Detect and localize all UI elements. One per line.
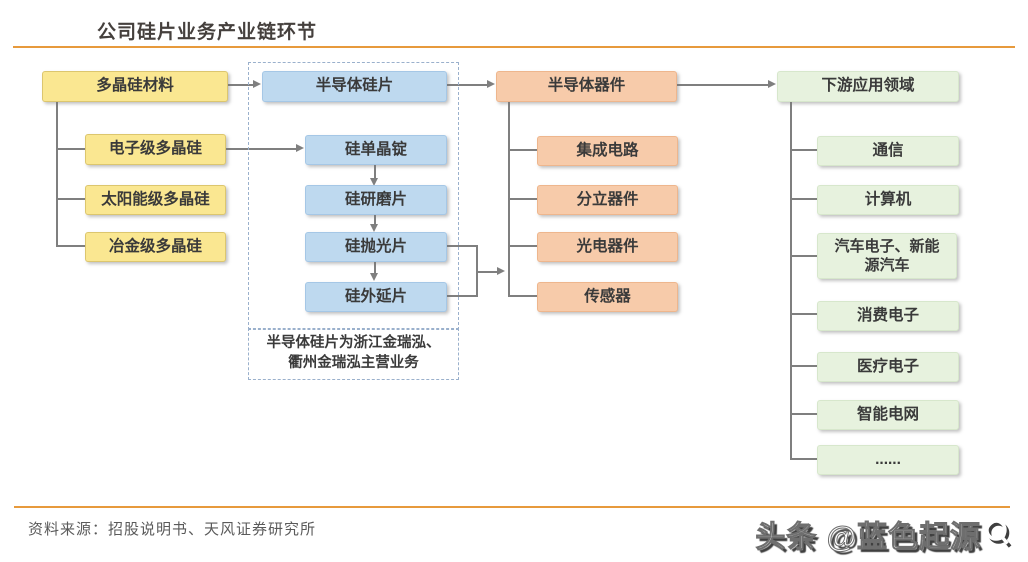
wafer-note-line: 半导体硅片为浙江金瑞泓、 xyxy=(266,335,441,352)
arrow-right-icon xyxy=(296,144,304,152)
node-monocrystal-ingot: 硅单晶锭 xyxy=(305,135,447,165)
bottom-divider xyxy=(14,506,1010,508)
node-computers: 计算机 xyxy=(817,185,959,215)
watermark: 头条 @蓝色起源 xyxy=(755,512,1014,556)
connector xyxy=(508,149,538,151)
node-polysilicon-material: 多晶硅材料 xyxy=(42,71,228,102)
connector xyxy=(476,245,478,297)
connector xyxy=(676,84,769,86)
arrow-down-icon xyxy=(370,273,378,281)
arrow-down-icon xyxy=(370,224,378,232)
node-epitaxial-wafer: 硅外延片 xyxy=(305,282,447,312)
node-ellipsis-more: ...... xyxy=(817,445,959,475)
connector xyxy=(508,245,538,247)
arrow-down-icon xyxy=(370,178,378,186)
node-electronic-grade-polysilicon: 电子级多晶硅 xyxy=(85,134,226,165)
node-medical-electronics: 医疗电子 xyxy=(817,352,959,382)
top-divider xyxy=(13,46,1015,48)
arrow-right-icon xyxy=(253,80,261,88)
connector xyxy=(445,295,477,297)
node-semiconductor-wafer: 半导体硅片 xyxy=(262,71,447,102)
connector xyxy=(790,149,818,151)
node-integrated-circuit: 集成电路 xyxy=(537,136,678,166)
connector xyxy=(226,84,254,86)
wafer-note-box: 半导体硅片为浙江金瑞泓、 衢州金瑞泓主营业务 xyxy=(248,328,459,380)
node-solar-grade-polysilicon: 太阳能级多晶硅 xyxy=(85,185,226,215)
node-optoelectronic-device: 光电器件 xyxy=(537,232,678,262)
connector xyxy=(56,198,85,200)
node-automotive-new-energy: 汽车电子、新能源汽车 xyxy=(817,233,957,279)
connector xyxy=(477,271,498,273)
connector xyxy=(374,260,376,274)
source-note: 资料来源：招股说明书、天风证券研究所 xyxy=(28,521,317,538)
connector xyxy=(508,295,538,297)
arrow-right-icon xyxy=(497,267,505,275)
connector xyxy=(790,313,818,315)
connector xyxy=(56,148,85,150)
connector xyxy=(224,148,297,150)
node-smart-grid: 智能电网 xyxy=(817,400,959,430)
connector xyxy=(790,100,792,459)
node-downstream-applications: 下游应用领域 xyxy=(777,71,959,102)
node-polished-wafer: 硅抛光片 xyxy=(305,232,447,262)
connector xyxy=(56,245,85,247)
node-lapped-wafer: 硅研磨片 xyxy=(305,185,447,215)
arrow-right-icon xyxy=(768,80,776,88)
node-semiconductor-devices: 半导体器件 xyxy=(496,71,677,102)
connector xyxy=(56,100,58,246)
connector xyxy=(790,458,818,460)
connector xyxy=(790,198,818,200)
connector xyxy=(445,84,488,86)
connector xyxy=(790,255,818,257)
connector xyxy=(790,365,818,367)
connector xyxy=(374,213,376,225)
node-communications: 通信 xyxy=(817,136,959,166)
connector xyxy=(374,163,376,179)
wafer-group-outline xyxy=(248,62,459,330)
page-title: 公司硅片业务产业链环节 xyxy=(97,22,318,43)
arrow-right-icon xyxy=(487,80,495,88)
node-consumer-electronics: 消费电子 xyxy=(817,301,959,331)
node-discrete-device: 分立器件 xyxy=(537,185,678,215)
wafer-note-line: 衢州金瑞泓主营业务 xyxy=(288,355,419,371)
connector xyxy=(790,413,818,415)
node-metallurgical-grade-polysilicon: 冶金级多晶硅 xyxy=(85,232,226,262)
magnifier-icon xyxy=(984,518,1014,550)
node-sensor: 传感器 xyxy=(537,282,678,312)
connector xyxy=(445,245,477,247)
watermark-text: 头条 @蓝色起源 xyxy=(755,521,981,555)
connector xyxy=(508,198,538,200)
